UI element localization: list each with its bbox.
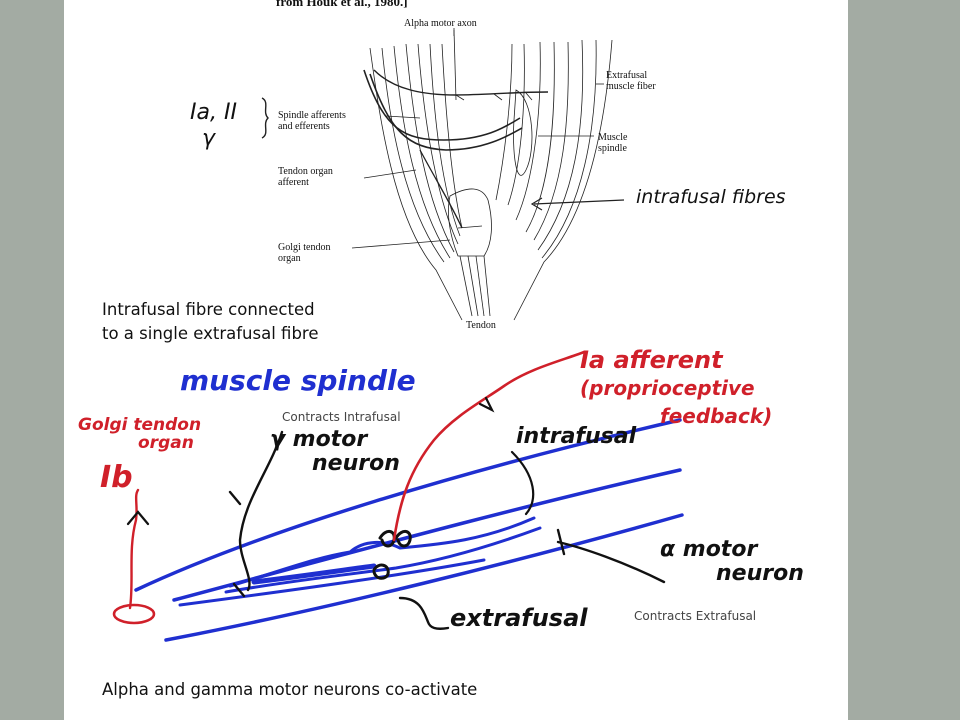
- label-alpha-motor-axon: Alpha motor axon: [404, 18, 477, 29]
- hand-gamma: γ: [202, 126, 216, 151]
- sketch-extrafusal: extrafusal: [450, 604, 588, 632]
- caption-bottom: Alpha and gamma motor neurons co-activat…: [102, 680, 478, 699]
- sketch-alpha-motor: α motor neuron: [660, 537, 804, 586]
- label-golgi-tendon-organ: Golgi tendon organ: [278, 242, 331, 264]
- hand-intrafusal-fibres: intrafusal fibres: [636, 186, 786, 208]
- source-citation: from Houk et al., 1980.]: [276, 0, 408, 9]
- caption-top: Intrafusal fibre connected to a single e…: [102, 300, 319, 343]
- sketch-ia-afferent: Ia afferent (proprioceptive feedback): [580, 346, 773, 428]
- label-tendon: Tendon: [466, 320, 496, 331]
- sketch-gamma-motor: γ motor neuron: [270, 427, 400, 476]
- sketch-title: muscle spindle: [180, 364, 416, 397]
- label-spindle-afferents: Spindle afferents and efferents: [278, 110, 346, 132]
- sketch-ib: Ib: [100, 460, 133, 495]
- sketch-golgi: Golgi tendon organ: [78, 415, 202, 453]
- slide: from Houk et al., 1980.] Alpha motor axo…: [64, 0, 848, 720]
- label-contracts-extrafusal: Contracts Extrafusal: [634, 609, 757, 623]
- anatomical-figure: [261, 28, 625, 321]
- hand-ia-ii: Ia, II: [190, 100, 237, 125]
- label-contracts-intrafusal: Contracts Intrafusal: [282, 410, 401, 424]
- sketch-intrafusal: intrafusal: [516, 424, 637, 449]
- label-extrafusal-muscle-fiber: Extrafusal muscle fiber: [606, 70, 656, 92]
- illustration: [112, 28, 684, 642]
- label-tendon-organ-afferent: Tendon organ afferent: [278, 166, 333, 188]
- hand-sketch: [112, 350, 684, 642]
- label-muscle-spindle: Muscle spindle: [598, 132, 628, 154]
